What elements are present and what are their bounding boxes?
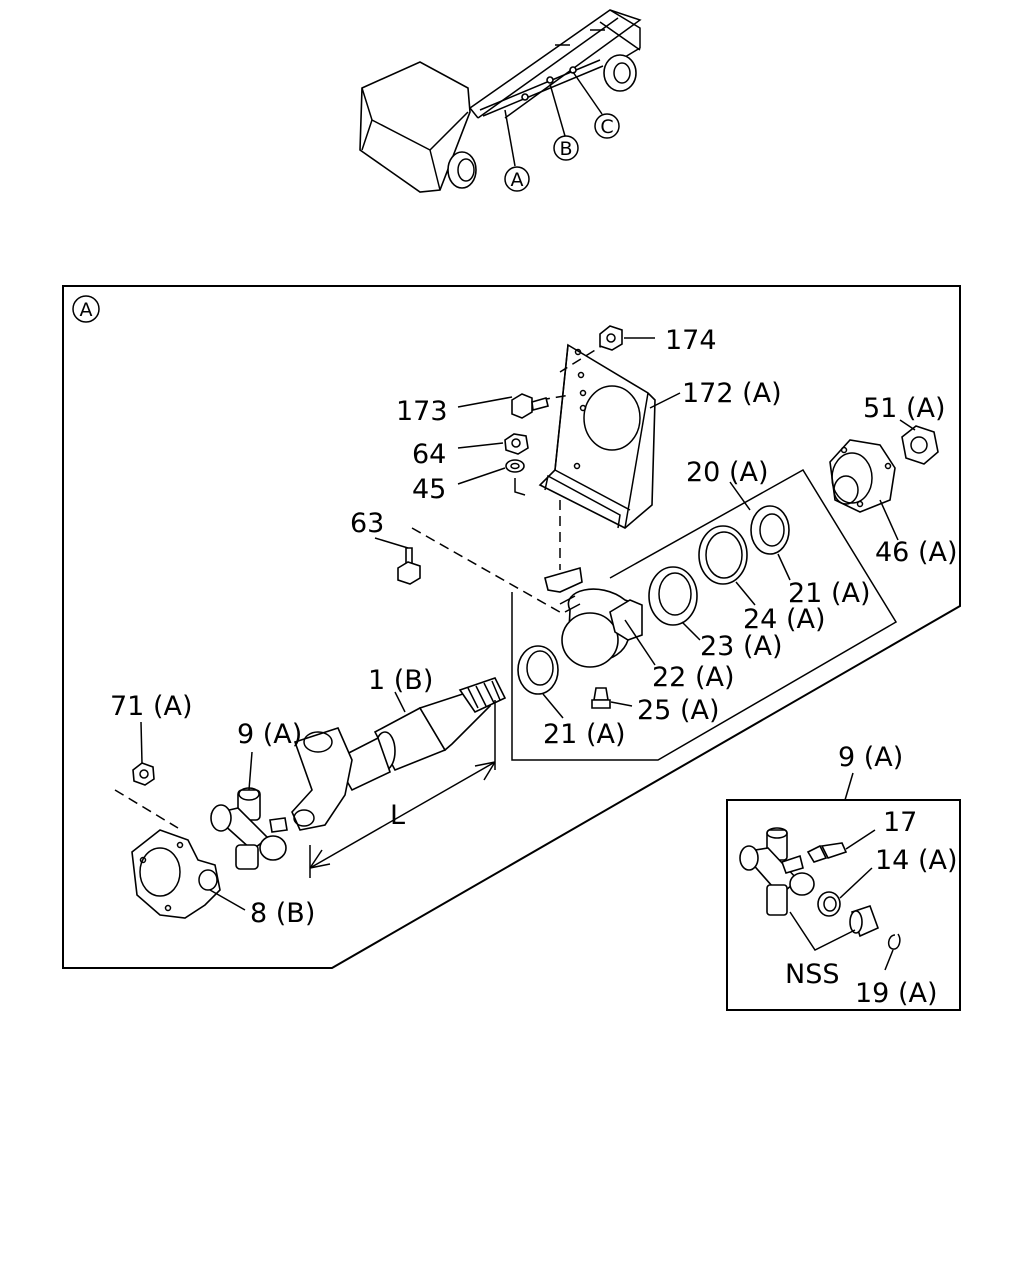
center-bearing-group-frame — [511, 468, 898, 761]
label-23: 23 (A) — [700, 631, 782, 662]
main-panel-border — [62, 285, 961, 969]
label-21-upper: 21 (A) — [788, 578, 870, 609]
nut-174 — [599, 325, 623, 351]
detail-panel: 9 (A) 17 14 (A) — [726, 742, 961, 1011]
locator-callout-c: C — [594, 113, 620, 139]
detail-label-17: 17 — [883, 807, 917, 838]
label-63: 63 — [350, 508, 384, 539]
bolt-63 — [397, 547, 421, 585]
label-174: 174 — [665, 325, 717, 356]
bolt-173 — [511, 393, 549, 419]
label-length-l: L — [390, 800, 405, 831]
ring-24 — [698, 525, 748, 585]
locator-callout-b: B — [553, 135, 579, 161]
bearing-housing-22 — [544, 566, 643, 668]
label-64: 64 — [412, 439, 446, 470]
label-46: 46 (A) — [875, 537, 957, 568]
label-45: 45 — [412, 474, 446, 505]
detail-grease-nipple-17 — [806, 842, 848, 863]
label-20: 20 (A) — [686, 457, 768, 488]
detail-panel-title: 9 (A) — [838, 742, 903, 773]
label-25: 25 (A) — [637, 695, 719, 726]
label-8: 8 (B) — [250, 898, 315, 929]
locator-callout-a: A — [504, 166, 530, 192]
seal-21-lower — [517, 645, 559, 695]
propeller-shaft-1 — [291, 677, 507, 831]
label-51: 51 (A) — [863, 393, 945, 424]
section-marker-label: A — [80, 299, 93, 321]
locator-label-b: B — [559, 138, 572, 160]
label-1: 1 (B) — [368, 665, 433, 696]
label-22: 22 (A) — [652, 662, 734, 693]
grease-fitting-25 — [591, 687, 611, 709]
nut-51 — [901, 425, 939, 465]
detail-bearing-cup — [849, 904, 880, 938]
detail-seal-14 — [817, 891, 841, 917]
nut-71 — [132, 762, 155, 786]
nut-64 — [504, 433, 529, 455]
detail-panel-border — [726, 799, 961, 1011]
dimension-l — [309, 700, 496, 878]
detail-spider — [739, 827, 815, 916]
detail-label-14: 14 (A) — [875, 845, 957, 876]
label-24: 24 (A) — [743, 604, 825, 635]
seal-21-upper — [750, 505, 790, 555]
bracket-172 — [538, 343, 656, 529]
detail-snap-ring-19 — [887, 933, 901, 950]
label-172: 172 (A) — [682, 378, 782, 409]
main-panel: A — [62, 285, 961, 969]
label-9: 9 (A) — [237, 719, 302, 750]
flange-yoke-8 — [131, 829, 221, 919]
bearing-23 — [648, 566, 698, 626]
detail-label-19: 19 (A) — [855, 978, 937, 1009]
locator-label-c: C — [600, 116, 613, 138]
detail-label-nss: NSS — [785, 959, 839, 990]
washer-45 — [505, 459, 525, 473]
section-marker: A — [72, 295, 100, 323]
universal-joint-9 — [210, 787, 288, 870]
vehicle-locator: A B C — [359, 9, 642, 193]
flange-46 — [829, 439, 896, 513]
locator-label-a: A — [511, 169, 524, 191]
label-71: 71 (A) — [110, 691, 192, 722]
label-173: 173 — [396, 396, 448, 427]
label-21-lower: 21 (A) — [543, 719, 625, 750]
